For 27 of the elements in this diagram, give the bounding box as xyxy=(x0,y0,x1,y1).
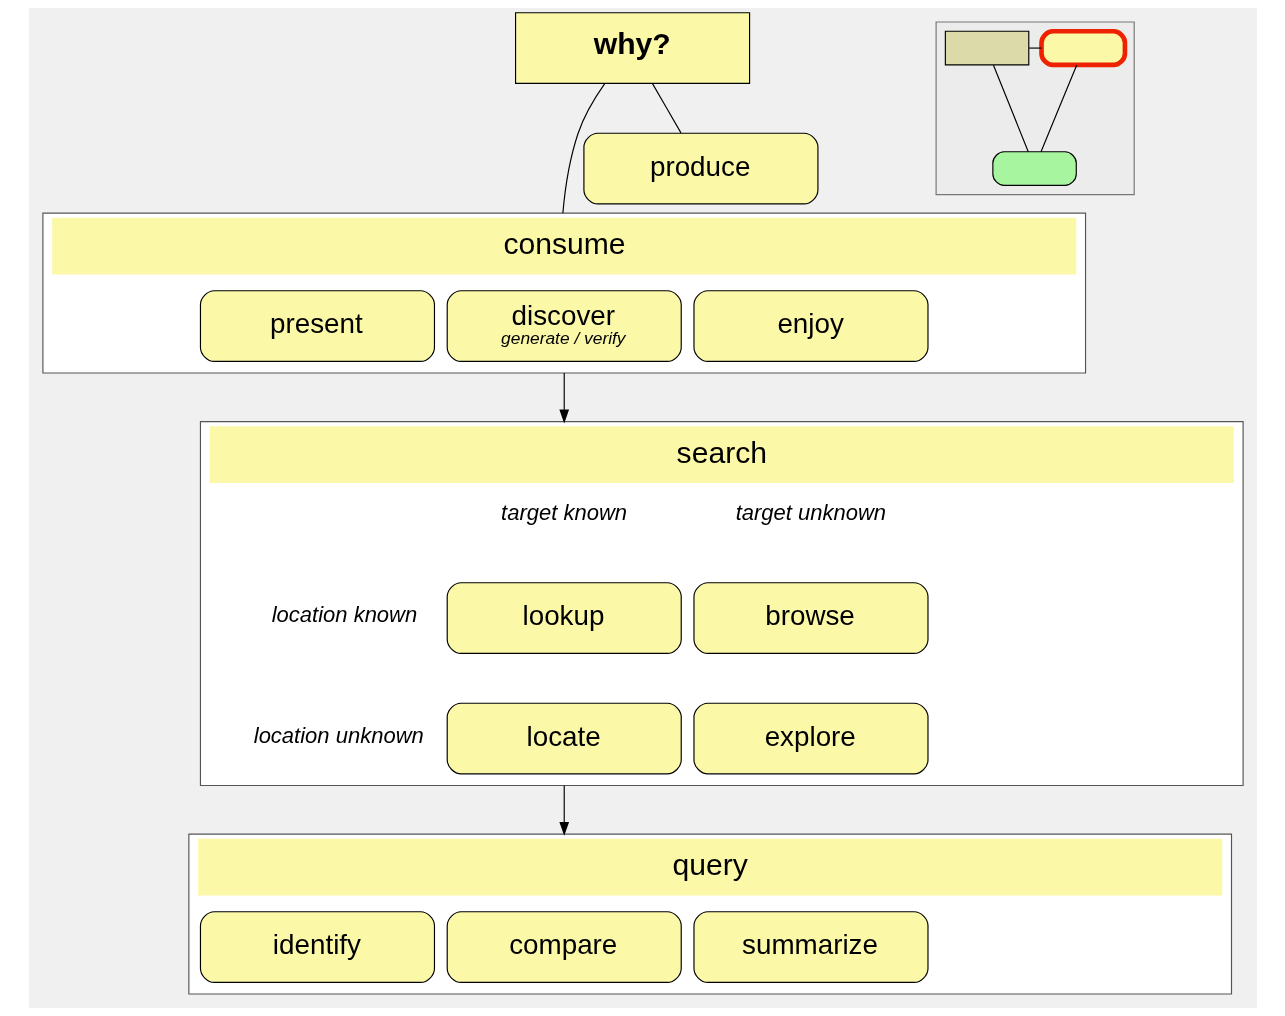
connector xyxy=(992,64,1029,153)
node-box: enjoy xyxy=(692,290,929,363)
node-box: produce xyxy=(582,132,818,205)
node-box: locate xyxy=(446,702,682,775)
connector xyxy=(1039,64,1077,153)
node-box: discover generate / verify xyxy=(446,290,682,363)
node-box: why? xyxy=(514,12,750,84)
node-box: lookup xyxy=(446,582,682,654)
label: location known xyxy=(271,602,417,628)
node-box: identify xyxy=(199,911,435,983)
node-box: summarize xyxy=(692,911,929,983)
cluster xyxy=(935,21,1135,196)
label: location unknown xyxy=(253,722,424,748)
arrow xyxy=(558,784,569,836)
label: target unknown xyxy=(735,500,886,526)
connector xyxy=(651,82,682,134)
node-box xyxy=(944,30,1029,66)
arrow xyxy=(558,372,569,424)
node-box: browse xyxy=(692,582,929,654)
connector xyxy=(561,83,605,214)
node-box: explore xyxy=(692,702,929,775)
node-box xyxy=(1038,28,1127,68)
node-box: compare xyxy=(446,911,682,983)
label: target known xyxy=(500,500,627,526)
connector xyxy=(1028,47,1042,49)
node-box xyxy=(991,151,1077,186)
node-box: present xyxy=(199,290,435,363)
